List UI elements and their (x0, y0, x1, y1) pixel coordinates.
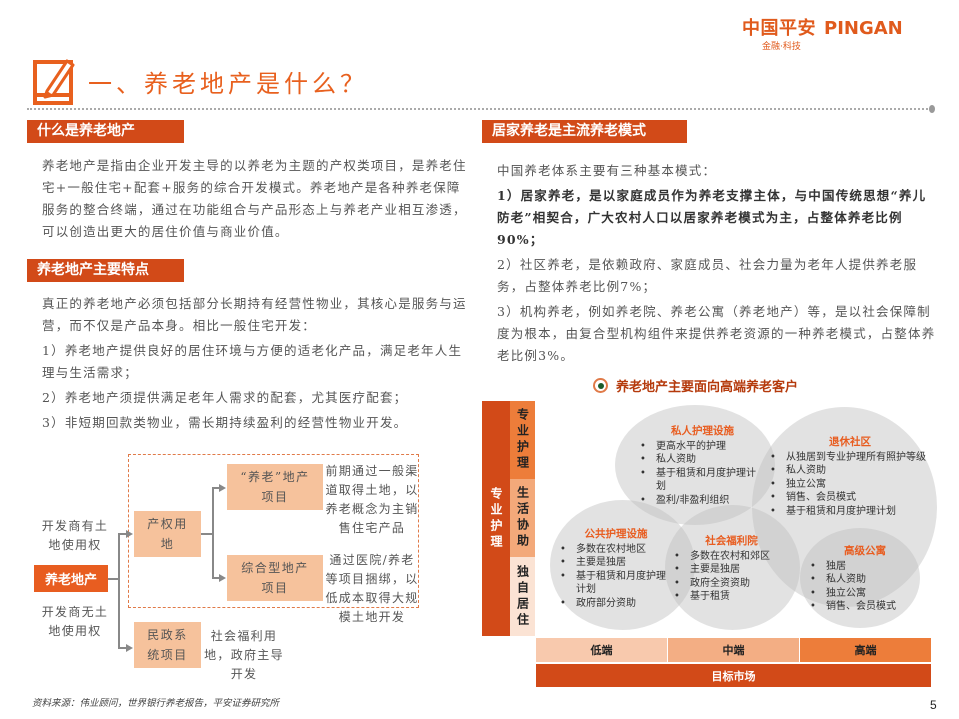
page-number: 5 (930, 698, 937, 712)
page-title: 一、养老地产是什么？ (88, 70, 368, 98)
connector (118, 533, 128, 535)
connector (108, 578, 118, 580)
root-pension-property: 养老地产 (34, 565, 108, 592)
radio-dot-icon (593, 378, 608, 393)
box-civil-project: 民政系统项目 (134, 622, 201, 668)
connector (118, 533, 120, 648)
logo-tagline: 金融·科技 (762, 42, 801, 52)
divider-end-dot (929, 105, 935, 113)
box-property-land: 产权用地 (134, 511, 201, 557)
mode-item-2: 2）社区养老，是依赖政府、家庭成员、社会力量为老年人提供养老服务，占整体养老比例… (497, 257, 918, 294)
box-complex-project: 综合型地产项目 (227, 555, 323, 601)
note-civil-project: 社会福利用地，政府主导开发 (204, 629, 284, 681)
features-intro: 真正的养老地产必须包括部分长期持有经营性物业，其核心是服务与运营，而不仅是产品本… (42, 296, 467, 333)
chart-title: 养老地产主要面向高端养老客户 (593, 376, 798, 395)
y-level-professional-care: 专业护理 (510, 401, 535, 479)
ping-an-logo: 中国平安 PINGAN 金融·科技 (742, 14, 942, 54)
arrow-icon (219, 574, 226, 582)
section-header-what: 什么是养老地产 (27, 120, 184, 143)
arrow-icon (219, 484, 226, 492)
label-without-land: 开发商无土地使用权 (41, 605, 109, 638)
bubble-text-private-care: 私人护理设施 更高水平的护理 私人资助 基于租赁和月度护理计划 盈利/非盈利组织 (640, 425, 765, 507)
note-pension-project: 前期通过一般渠道取得土地，以养老概念为主销售住宅产品 (325, 464, 419, 535)
y-level-assisted-living: 生活协助 (510, 479, 535, 557)
source-note: 资料来源：伟业顾问，世界银行养老报告，平安证券研究所 (32, 698, 280, 709)
bubble-text-retirement-community: 退休社区 从独居到专业护理所有照护等级 私人资助 独立公寓 销售、会员模式 基于… (770, 436, 930, 518)
connector (118, 647, 128, 649)
bubble-text-senior-apartment: 高级公寓 独居 私人资助 独立公寓 销售、会员模式 (810, 545, 920, 614)
x-level-high: 高端 (800, 638, 931, 662)
mode-item-3: 3）机构养老，例如养老院、养老公寓（养老地产）等，是以社会保障制度为根本，由复合… (497, 304, 936, 363)
connector (212, 487, 222, 489)
bubble-text-welfare-home: 社会福利院 多数在农村和郊区 主要是独居 政府全资资助 基于租赁 (674, 535, 789, 604)
arrow-icon (126, 530, 133, 538)
y-axis-outer-label: 专业护理 (482, 401, 510, 636)
mode-item-1: 1）居家养老，是以家庭成员作为养老支撑主体，与中国传统思想“养儿防老”相契合，广… (497, 188, 927, 247)
edit-pencil-icon (33, 55, 75, 105)
section-mode-body: 中国养老体系主要有三种基本模式： 1）居家养老，是以家庭成员作为养老支撑主体，与… (497, 160, 937, 367)
y-level-independent-living: 独自居住 (510, 557, 535, 636)
note-complex-project: 通过医院/养老等项目捆绑，以低成本取得大规模土地开发 (325, 553, 419, 624)
connector (212, 487, 214, 578)
x-level-mid: 中端 (668, 638, 799, 662)
bubble-text-public-care: 公共护理设施 多数在农村地区 主要是独居 基于租赁和月度护理计划 政府部分资助 (560, 528, 672, 610)
box-pension-project: “养老”地产项目 (227, 464, 323, 510)
feature-item-3: 3）非短期回款类物业，需长期持续盈利的经营性物业开发。 (42, 415, 408, 430)
mode-intro: 中国养老体系主要有三种基本模式： (497, 163, 717, 178)
x-level-low: 低端 (536, 638, 667, 662)
x-axis-title: 目标市场 (536, 664, 931, 687)
feature-item-2: 2）养老地产须提供满足老年人需求的配套，尤其医疗配套； (42, 390, 408, 405)
what-body-text: 养老地产是指由企业开发主导的以养老为主题的产权类项目，是养老住宅+一般住宅+配套… (42, 158, 467, 239)
connector (201, 533, 213, 535)
section-features-body: 真正的养老地产必须包括部分长期持有经营性物业，其核心是服务与运营，而不仅是产品本… (42, 293, 467, 434)
feature-item-1: 1）养老地产提供良好的居住环境与方便的适老化产品，满足老年人生理与生活需求； (42, 343, 463, 380)
logo-cn: 中国平安 (742, 18, 816, 39)
connector (212, 577, 222, 579)
section-header-features: 养老地产主要特点 (27, 259, 184, 282)
section-header-mode: 居家养老是主流养老模式 (482, 120, 687, 143)
section-what-body: 养老地产是指由企业开发主导的以养老为主题的产权类项目，是养老住宅+一般住宅+配套… (42, 155, 467, 243)
logo-en: PINGAN (824, 18, 903, 39)
title-divider (27, 108, 932, 110)
label-with-land: 开发商有土地使用权 (41, 519, 109, 552)
arrow-icon (126, 644, 133, 652)
